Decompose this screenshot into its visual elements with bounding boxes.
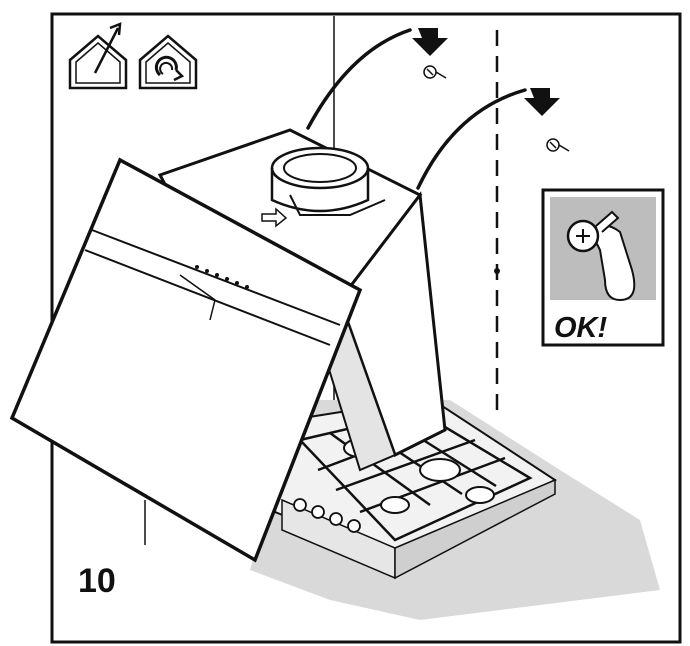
ok-label: OK! (554, 312, 608, 344)
arrow-down-icon (412, 28, 448, 56)
recirculation-icon (138, 34, 198, 90)
direction-arrow-icon (261, 207, 288, 228)
step-number: 10 (78, 562, 116, 600)
cooker-hood-body (157, 128, 447, 472)
detail-callout-box (541, 188, 665, 347)
screw-icon (423, 65, 447, 79)
screw-icon (546, 138, 570, 152)
drill-mark (494, 268, 500, 274)
glass-canopy-panel (9, 157, 363, 563)
ducted-extraction-icon (68, 22, 128, 90)
arrow-down-icon (524, 88, 560, 116)
hook-motion-arrows (306, 28, 527, 190)
